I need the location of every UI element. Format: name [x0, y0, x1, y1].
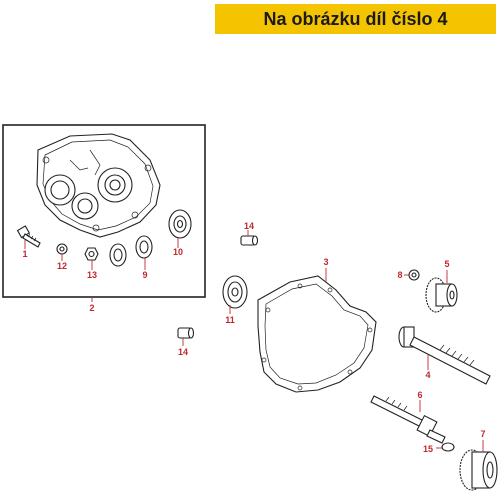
callout-11: 11	[225, 315, 235, 325]
shaft-part-6	[370, 395, 446, 444]
callout-7: 7	[480, 429, 485, 439]
callout-13: 13	[87, 270, 97, 280]
callout-15: 15	[423, 444, 433, 454]
kit-frame	[2, 124, 206, 298]
bolt-part-1	[16, 225, 41, 248]
callout-9: 9	[142, 270, 147, 280]
callout-10: 10	[173, 247, 183, 257]
callout-8: 8	[397, 270, 402, 280]
washer-part-12	[56, 243, 68, 255]
gasket-part-3	[257, 275, 377, 393]
gear-part-7	[459, 449, 498, 491]
callout-12: 12	[57, 261, 67, 271]
nut-part-13	[84, 247, 99, 261]
callout-4: 4	[425, 370, 430, 380]
callout-14-bottom: 14	[178, 347, 188, 357]
gearbox-housing-drawing	[36, 133, 161, 238]
bearing-part-11	[222, 275, 248, 309]
callout-2: 2	[89, 303, 94, 313]
callout-3: 3	[323, 257, 328, 267]
callout-1: 1	[22, 249, 27, 259]
bushing-part-14-bottom	[177, 327, 195, 339]
bearing-part-9	[109, 235, 153, 267]
gear-part-5	[425, 277, 458, 313]
highlight-banner: Na obrázku díl číslo 4	[215, 4, 496, 34]
banner-text: Na obrázku díl číslo 4	[263, 9, 448, 29]
callout-5: 5	[444, 259, 449, 269]
circlip-part-15	[441, 442, 455, 452]
callout-14-top: 14	[244, 221, 254, 231]
bushing-part-14-top	[240, 235, 259, 246]
shaft-part-4	[398, 326, 491, 385]
bearing-part-10	[168, 209, 192, 239]
washer-part-8	[408, 269, 420, 281]
callout-6: 6	[417, 390, 422, 400]
